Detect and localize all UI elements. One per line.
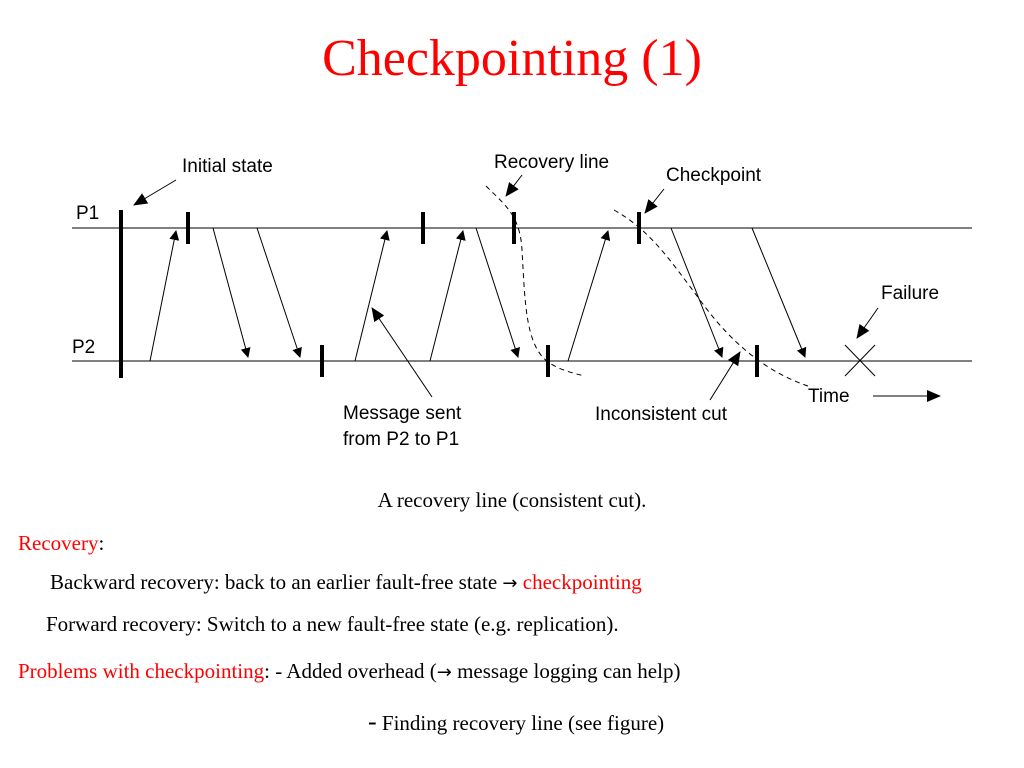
right-arrow-icon: → (502, 573, 518, 594)
backward-recovery-line: Backward recovery: back to an earlier fa… (50, 570, 642, 595)
p1-label: P1 (76, 203, 99, 224)
initial-state-pointer (133, 179, 177, 206)
p2-label: P2 (72, 337, 95, 358)
message-label-line2: from P2 to P1 (343, 429, 459, 450)
problems-text-2: message logging can help) (451, 659, 681, 683)
problems-line: Problems with checkpointing: - Added ove… (18, 659, 680, 684)
recovery-line-label: Recovery line (494, 152, 609, 173)
inconsistent-cut-curve (613, 209, 809, 387)
time-label: Time (808, 386, 850, 407)
finding-dash: - (368, 707, 377, 736)
figure-caption: A recovery line (consistent cut). (377, 488, 647, 512)
forward-recovery-line: Forward recovery: Switch to a new fault-… (46, 612, 619, 637)
finding-line: - Finding recovery line (see figure) (368, 707, 664, 737)
backward-recovery-text: Backward recovery: back to an earlier fa… (50, 570, 498, 594)
message-arrow (149, 230, 180, 362)
failure-pointer (856, 307, 879, 339)
checkpoint-pointer (644, 188, 665, 214)
message-arrow (670, 227, 724, 358)
message-arrow (475, 227, 520, 358)
message-arrow (354, 230, 390, 362)
message-arrow (212, 227, 251, 358)
recovery-heading-line: Recovery: (18, 531, 104, 556)
message-pointer (371, 307, 433, 398)
failure-label: Failure (881, 283, 939, 304)
forward-recovery-text: Forward recovery: Switch to a new fault-… (46, 612, 619, 636)
checkpoint-label: Checkpoint (666, 165, 762, 186)
failure-x-icon (844, 344, 876, 377)
inconsistent-cut-pointer (709, 351, 741, 401)
problems-heading: Problems with checkpointing (18, 659, 265, 683)
initial-state-label: Initial state (182, 156, 273, 177)
backward-recovery-highlight: checkpointing (522, 570, 642, 594)
inconsistent-cut-label: Inconsistent cut (595, 404, 728, 425)
message-label-line1: Message sent (343, 403, 462, 424)
message-arrow (567, 230, 611, 362)
problems-text-1: : - Added overhead ( (264, 659, 437, 683)
recovery-heading: Recovery (18, 531, 99, 555)
right-arrow-icon: → (436, 662, 452, 683)
message-arrow (256, 227, 302, 358)
recovery-line-pointer (505, 174, 523, 197)
message-arrow (751, 227, 807, 358)
slide-title: Checkpointing (1) (322, 30, 702, 87)
finding-text: Finding recovery line (see figure) (376, 711, 665, 735)
recovery-colon: : (98, 531, 105, 555)
message-arrow (429, 230, 466, 362)
recovery-line-curve (485, 185, 586, 377)
